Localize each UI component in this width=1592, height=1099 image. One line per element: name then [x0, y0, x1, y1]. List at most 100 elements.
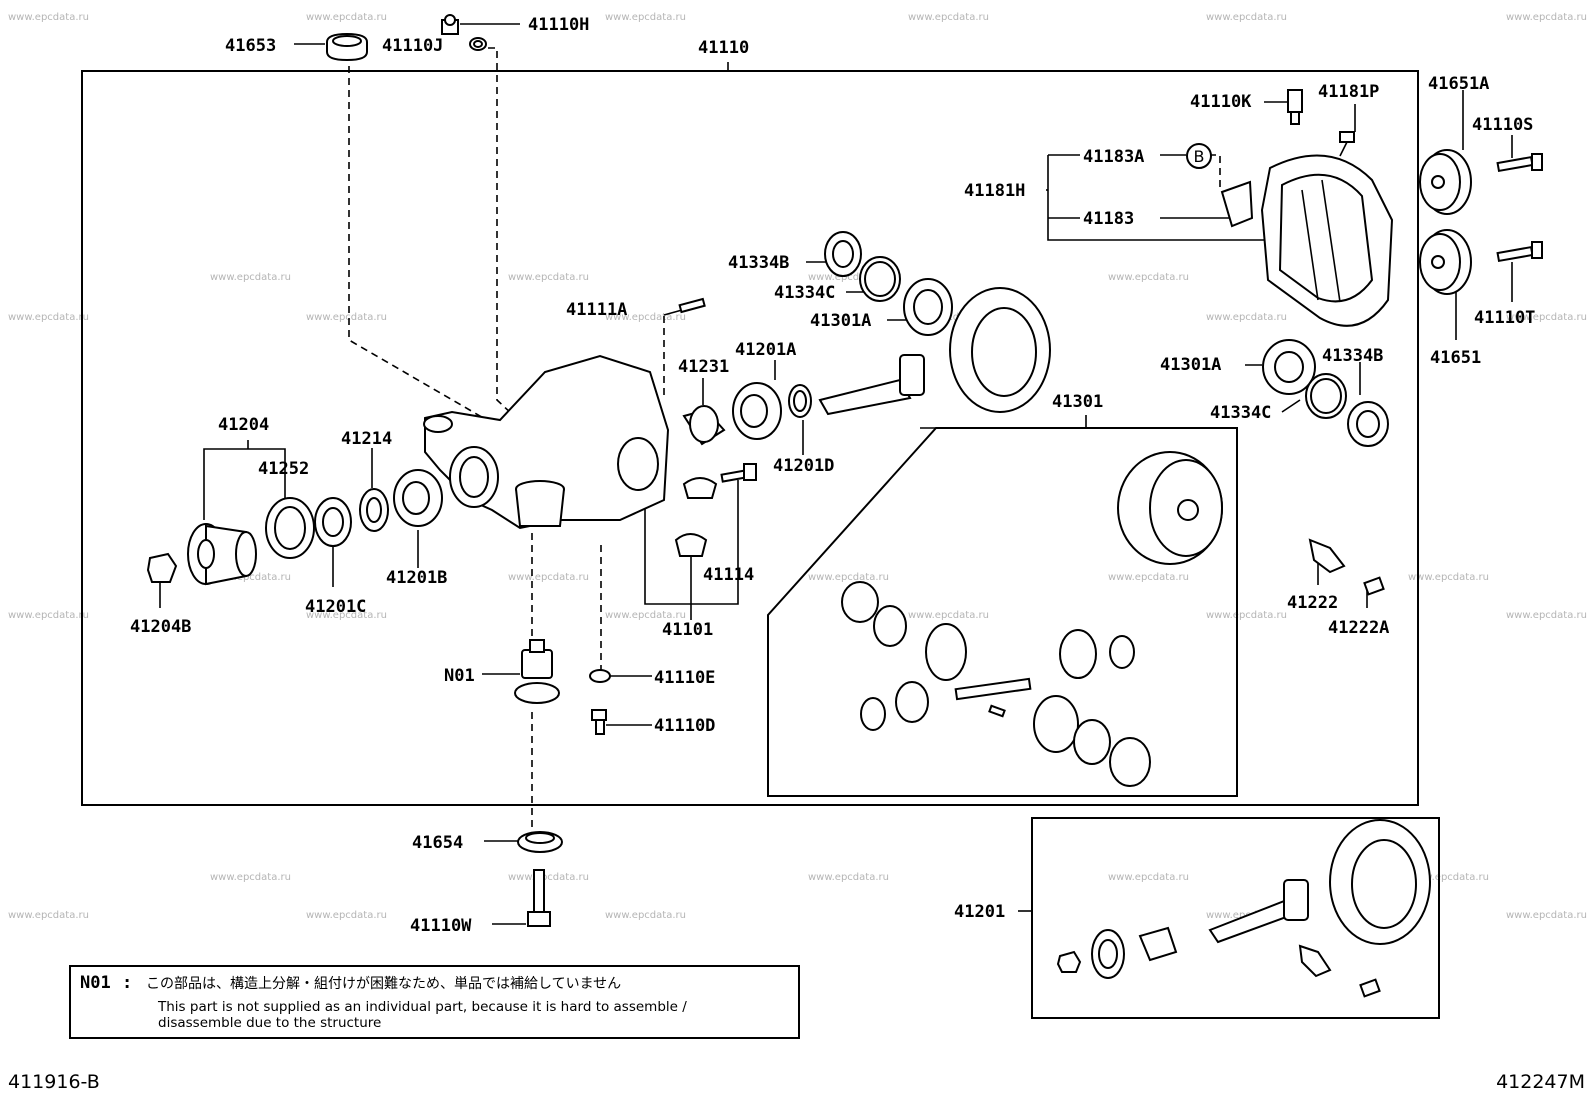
part-41204-flange [187, 523, 257, 586]
assembly-41110-frame [81, 70, 1419, 806]
part-label: 41183A [1083, 147, 1144, 167]
illustration-code-right: 412247M [1496, 1071, 1585, 1093]
part-41231-spacer [682, 405, 726, 446]
part-41183-gasket [1220, 180, 1254, 228]
assembly-41201-frame [1031, 817, 1440, 1019]
watermark: www.epcdata.ru [605, 610, 686, 621]
part-41334C-shim-top [859, 256, 901, 302]
callout-b-marker: B [1186, 143, 1212, 169]
watermark: www.epcdata.ru [808, 572, 889, 583]
watermark: www.epcdata.ru [8, 610, 89, 621]
part-41651-cap [1419, 229, 1472, 295]
part-41334B-bearing-race-top [824, 231, 862, 277]
part-label: 41110T [1474, 308, 1535, 328]
watermark: www.epcdata.ru [1408, 572, 1489, 583]
watermark: www.epcdata.ru [1108, 872, 1189, 883]
part-label: 41222A [1328, 618, 1389, 638]
watermark: www.epcdata.ru [808, 272, 889, 283]
part-41201D-washer [788, 384, 812, 418]
watermark: www.epcdata.ru [908, 12, 989, 23]
part-label: 41222 [1287, 593, 1338, 613]
part-label: 41201A [735, 340, 796, 360]
watermark: www.epcdata.ru [306, 610, 387, 621]
watermark: www.epcdata.ru [605, 312, 686, 323]
part-41301A-bearing-right [1262, 339, 1316, 395]
watermark: www.epcdata.ru [1108, 572, 1189, 583]
watermark: www.epcdata.ru [210, 872, 291, 883]
watermark: www.epcdata.ru [210, 572, 291, 583]
watermark: www.epcdata.ru [1206, 312, 1287, 323]
part-label: 41181H [964, 181, 1025, 201]
part-label: 41214 [341, 429, 392, 449]
part-41334B-bearing-race-right [1347, 401, 1389, 447]
part-label: 41334B [1322, 346, 1383, 366]
part-label: N01 [444, 666, 475, 686]
part-label: 41201D [773, 456, 834, 476]
part-41214-spacer [359, 488, 389, 532]
part-label: 41653 [225, 36, 276, 56]
part-label: 41114 [703, 565, 754, 585]
part-41110T-bolt [1496, 241, 1543, 263]
part-41110D-plug [591, 709, 607, 735]
watermark: www.epcdata.ru [508, 872, 589, 883]
part-label: 41110 [698, 38, 749, 58]
part-label: 41204 [218, 415, 269, 435]
watermark: www.epcdata.ru [605, 910, 686, 921]
watermark: www.epcdata.ru [808, 872, 889, 883]
part-label: 41301A [810, 311, 871, 331]
illustration-code-left: 411916-B [8, 1071, 100, 1093]
note-code: N01 [80, 973, 111, 993]
watermark: www.epcdata.ru [1206, 610, 1287, 621]
watermark: www.epcdata.ru [1506, 610, 1587, 621]
part-label: 41110D [654, 716, 715, 736]
watermark: www.epcdata.ru [605, 12, 686, 23]
part-41204B-nut [146, 552, 178, 583]
watermark: www.epcdata.ru [306, 12, 387, 23]
note-english-line-2: disassemble due to the structure [158, 1015, 381, 1031]
part-41114-bolt [720, 463, 757, 483]
part-label: 41110K [1190, 92, 1252, 112]
part-label: 41110W [410, 916, 472, 936]
part-label: 41654 [412, 833, 463, 853]
watermark: www.epcdata.ru [306, 910, 387, 921]
part-41101-bearing-caps [674, 477, 718, 557]
part-41201B-bearing [393, 469, 443, 527]
part-41334C-shim-right [1305, 373, 1347, 419]
part-41201C-slinger [314, 497, 352, 547]
part-label: 41110E [654, 668, 715, 688]
part-41110W-bolt [527, 869, 551, 927]
watermark: www.epcdata.ru [508, 572, 589, 583]
part-label: 41301A [1160, 355, 1221, 375]
part-41181H-cover [1260, 154, 1394, 327]
part-41111A-pin [678, 297, 706, 314]
part-label: 41334C [1210, 403, 1271, 423]
watermark: www.epcdata.ru [210, 272, 291, 283]
note-frame [69, 965, 800, 1039]
part-41181P-bolt [1339, 131, 1355, 157]
part-41110S-bolt [1496, 153, 1543, 173]
watermark: www.epcdata.ru [8, 12, 89, 23]
part-label: 41201B [386, 568, 447, 588]
part-41654-washer [517, 831, 563, 853]
part-label: 41201 [954, 902, 1005, 922]
part-41301-differential-case [1117, 451, 1223, 565]
part-41252-seal [265, 497, 315, 559]
watermark: www.epcdata.ru [8, 910, 89, 921]
part-41222A-bolt [1363, 576, 1385, 596]
part-ring-gear-pinion [818, 287, 1051, 416]
part-41110E-gasket [589, 669, 611, 683]
callout-b-label: B [1194, 147, 1205, 166]
part-label: 41252 [258, 459, 309, 479]
part-41222-bracket [1308, 538, 1346, 574]
part-41653-cap [326, 32, 368, 62]
part-label: 41201C [305, 597, 366, 617]
part-labels: 41653 41110J 41110H 41110 41651A 41110K … [130, 15, 1535, 936]
watermark: www.epcdata.ru [1206, 12, 1287, 23]
part-41110-housing [423, 354, 670, 530]
part-41301-internal-gears [841, 581, 1151, 787]
watermark: www.epcdata.ru [1408, 872, 1489, 883]
part-label: 41231 [678, 357, 729, 377]
part-41110H-plug [441, 14, 459, 35]
part-label: 41110H [528, 15, 589, 35]
watermark: www.epcdata.ru [1506, 910, 1587, 921]
